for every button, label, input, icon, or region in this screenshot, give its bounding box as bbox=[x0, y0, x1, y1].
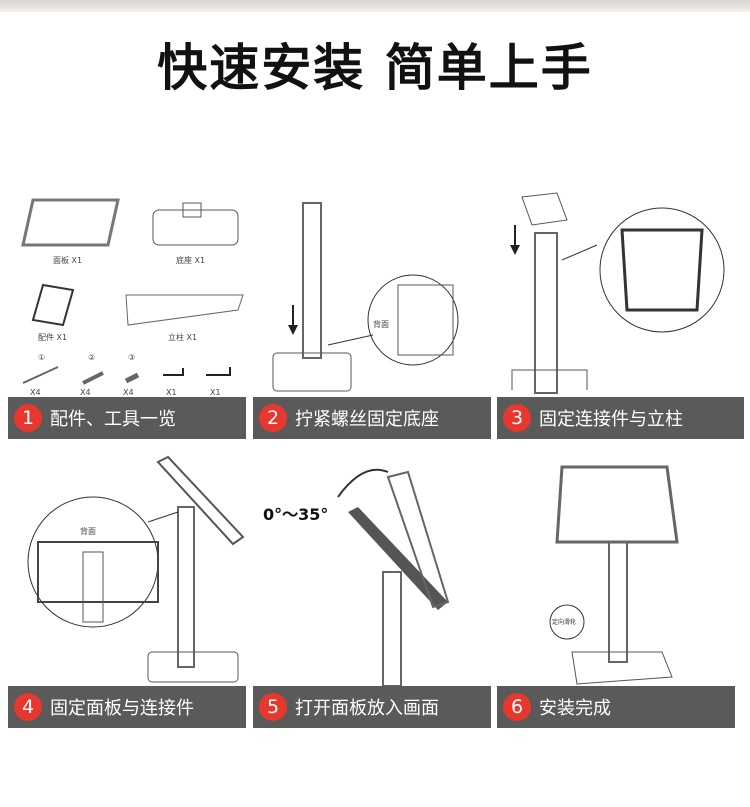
step-number: 1 bbox=[14, 404, 42, 432]
diagram-line bbox=[348, 507, 448, 610]
step-label: 拧紧螺丝固定底座 bbox=[295, 409, 439, 430]
step-number: 6 bbox=[503, 693, 531, 721]
step-number: 2 bbox=[259, 404, 287, 432]
diagram-line bbox=[124, 372, 140, 384]
diagram-line bbox=[367, 274, 459, 366]
step-label: 固定面板与连接件 bbox=[50, 698, 194, 719]
diagram-line bbox=[37, 541, 159, 603]
diagram-line bbox=[620, 228, 704, 312]
diagram-line bbox=[561, 244, 598, 261]
diagram-label: X1 bbox=[210, 388, 221, 397]
open-panel-illustration: 0°～35° bbox=[253, 452, 491, 687]
diagram-line bbox=[206, 367, 231, 376]
diagram-line bbox=[599, 207, 725, 333]
complete-illustration: 定向滑轮 bbox=[497, 452, 735, 686]
diagram-line bbox=[521, 192, 568, 226]
step-2-bar: 2 拧紧螺丝固定底座 bbox=[253, 397, 491, 439]
connector-illustration bbox=[497, 185, 744, 397]
step-number: 4 bbox=[14, 693, 42, 721]
diagram-line bbox=[272, 352, 352, 392]
step-label: 配件、工具一览 bbox=[50, 409, 176, 430]
step-label: 安装完成 bbox=[539, 698, 611, 719]
diagram-label: 立柱 X1 bbox=[168, 332, 197, 342]
diagram-line bbox=[382, 571, 402, 687]
diagram-line bbox=[327, 334, 374, 346]
diagram-line bbox=[534, 232, 558, 394]
diagram-label: X4 bbox=[30, 388, 41, 397]
diagram-line bbox=[125, 294, 244, 326]
diagram-line bbox=[177, 506, 195, 668]
step-6-bar: 6 安装完成 bbox=[497, 686, 735, 728]
step-label: 打开面板放入画面 bbox=[295, 698, 439, 719]
diagram-line bbox=[302, 202, 322, 359]
diagram-line bbox=[147, 651, 239, 683]
panel-mount-illustration: 背面 bbox=[8, 452, 246, 686]
page-title: 快速安装 简单上手 bbox=[157, 39, 593, 97]
top-band bbox=[0, 0, 750, 12]
diagram-line bbox=[386, 470, 450, 609]
step-5-bar: 5 打开面板放入画面 bbox=[253, 686, 491, 728]
diagram-label: ① bbox=[38, 353, 45, 362]
step-number: 3 bbox=[503, 404, 531, 432]
diagram-line bbox=[82, 551, 104, 623]
diagram-line bbox=[152, 209, 239, 246]
base-illustration: 背面 bbox=[253, 185, 491, 397]
diagram-label: X4 bbox=[80, 388, 91, 397]
diagram-line bbox=[27, 496, 159, 628]
diagram-label: 底座 X1 bbox=[176, 255, 205, 265]
diagram-label: 背面 bbox=[80, 526, 96, 536]
diagram-label: 0°～35° bbox=[263, 505, 328, 524]
diagram-line bbox=[163, 368, 184, 376]
diagram-line bbox=[288, 325, 298, 335]
diagram-label: 配件 X1 bbox=[38, 332, 67, 342]
diagram-line bbox=[608, 541, 628, 663]
diagram-line bbox=[555, 465, 679, 544]
diagram-label: ② bbox=[88, 353, 95, 362]
diagram-line bbox=[337, 468, 389, 498]
diagram-line bbox=[31, 283, 75, 327]
diagram-line bbox=[156, 455, 245, 546]
diagram-label: X1 bbox=[166, 388, 177, 397]
step-label: 固定连接件与立柱 bbox=[539, 409, 683, 430]
diagram-line bbox=[182, 202, 202, 218]
diagram-line bbox=[21, 198, 120, 247]
step-number: 5 bbox=[259, 693, 287, 721]
diagram-line bbox=[510, 245, 520, 255]
diagram-label: 定向滑轮 bbox=[552, 618, 576, 626]
diagram-line bbox=[147, 511, 179, 523]
diagram-label: ③ bbox=[128, 353, 135, 362]
diagram-line bbox=[22, 366, 59, 384]
diagram-line bbox=[511, 369, 588, 390]
diagram-label: 背面 bbox=[373, 319, 389, 329]
diagram-line bbox=[397, 284, 454, 356]
diagram-label: X4 bbox=[123, 388, 134, 397]
diagram-label: 面板 X1 bbox=[53, 255, 82, 265]
step-3-bar: 3 固定连接件与立柱 bbox=[497, 397, 744, 439]
diagram-line bbox=[549, 604, 585, 640]
diagram-line bbox=[571, 651, 673, 685]
parts-illustration: 面板 X1 底座 X1 配件 X1 立柱 X1 ① ② ③ X4 X4 X4 X… bbox=[8, 185, 246, 397]
step-1-bar: 1 配件、工具一览 bbox=[8, 397, 246, 439]
step-4-bar: 4 固定面板与连接件 bbox=[8, 686, 246, 728]
diagram-line bbox=[82, 371, 104, 385]
